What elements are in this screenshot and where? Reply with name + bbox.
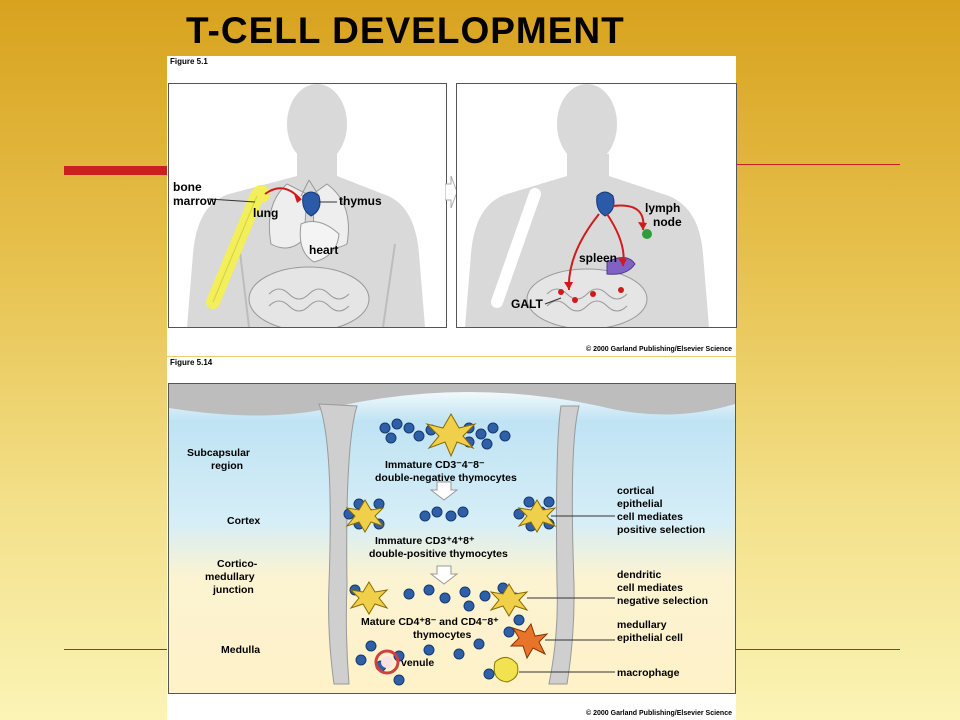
region-cm-line2: medullary bbox=[205, 571, 255, 583]
label-venule: venule bbox=[401, 657, 434, 669]
thymus-section-panel: Subcapsular region Cortex Cortico- medul… bbox=[168, 383, 736, 694]
body-panel-right: lymph node spleen GALT bbox=[456, 83, 737, 328]
red-accent-bar bbox=[64, 166, 170, 175]
label-heart: heart bbox=[309, 243, 338, 257]
figure-5-1: Figure 5.1 bbox=[167, 56, 737, 356]
annot-cortical-3: cell mediates bbox=[617, 511, 683, 523]
stage-immature-positive-line2: double-positive thymocytes bbox=[369, 548, 508, 560]
label-bone: bone bbox=[173, 180, 202, 194]
body-illustration-left: bone marrow lung thymus heart bbox=[173, 84, 425, 327]
annot-cortical-4: positive selection bbox=[617, 524, 705, 536]
figure-5-14: Figure 5.14 Subcapsular region Cortex bbox=[167, 357, 736, 720]
body-illustration-right: lymph node spleen GALT bbox=[465, 84, 709, 327]
stage-immature-positive-line1: Immature CD3⁺4⁺8⁺ bbox=[375, 535, 475, 547]
figure-label: Figure 5.14 bbox=[170, 358, 213, 367]
stage-mature-line1: Mature CD4⁺8⁻ and CD4⁻8⁺ bbox=[361, 616, 499, 628]
slide-title: T-CELL DEVELOPMENT bbox=[186, 10, 625, 51]
region-subcapsular-line1: Subcapsular bbox=[187, 447, 250, 459]
label-lung: lung bbox=[253, 206, 278, 220]
region-cm-line1: Cortico- bbox=[217, 558, 258, 570]
stage-immature-negative-line2: double-negative thymocytes bbox=[375, 472, 517, 484]
red-divider-line-bottom-left bbox=[64, 649, 168, 650]
label-galt: GALT bbox=[511, 297, 543, 311]
label-spleen: spleen bbox=[579, 251, 617, 265]
body-panel-left: bone marrow lung thymus heart bbox=[168, 83, 447, 328]
copyright-text: © 2000 Garland Publishing/Elsevier Scien… bbox=[586, 710, 732, 717]
label-lymph: lymph bbox=[645, 201, 680, 215]
annot-cortical-2: epithelial bbox=[617, 498, 663, 510]
label-node: node bbox=[653, 215, 682, 229]
annot-cortical-1: cortical bbox=[617, 485, 654, 497]
annot-macrophage: macrophage bbox=[617, 667, 680, 679]
annot-medullary-1: medullary bbox=[617, 619, 667, 631]
thymus-section-diagram: Subcapsular region Cortex Cortico- medul… bbox=[169, 384, 735, 693]
annot-medullary-2: epithelial cell bbox=[617, 632, 683, 644]
region-medulla: Medulla bbox=[221, 644, 260, 656]
region-cm-line3: junction bbox=[212, 584, 254, 596]
annot-dendritic-2: cell mediates bbox=[617, 582, 683, 594]
annot-dendritic-1: dendritic bbox=[617, 569, 661, 581]
figure-label: Figure 5.1 bbox=[170, 57, 208, 66]
stage-mature-line2: thymocytes bbox=[413, 629, 472, 641]
region-subcapsular-line2: region bbox=[211, 460, 243, 472]
region-cortex: Cortex bbox=[227, 515, 260, 527]
red-divider-line-top bbox=[736, 164, 900, 165]
red-divider-line-bottom-right bbox=[736, 649, 900, 650]
transition-arrow-icon bbox=[445, 176, 457, 208]
label-marrow: marrow bbox=[173, 194, 217, 208]
copyright-text: © 2000 Garland Publishing/Elsevier Scien… bbox=[586, 346, 732, 353]
label-thymus: thymus bbox=[339, 194, 382, 208]
stage-immature-negative-line1: Immature CD3⁻4⁻8⁻ bbox=[385, 459, 485, 471]
annot-dendritic-3: negative selection bbox=[617, 595, 708, 607]
